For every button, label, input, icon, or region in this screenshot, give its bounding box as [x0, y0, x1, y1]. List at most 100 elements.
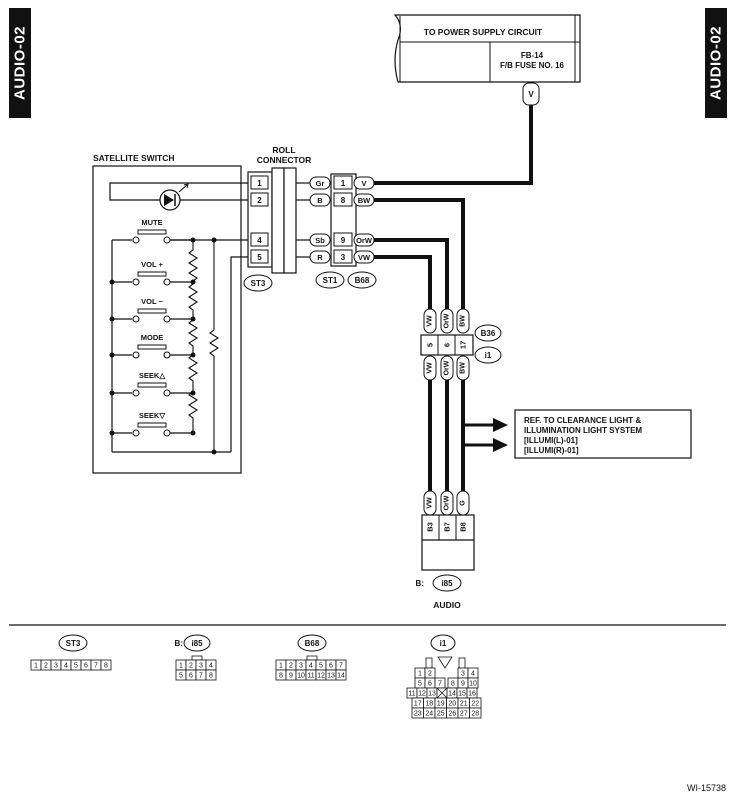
b36-label: B36	[481, 329, 496, 338]
legend-i1-pin-17: 17	[414, 701, 422, 708]
ref-arrow-upper	[493, 418, 508, 432]
legend-b68-pin-12: 12	[317, 673, 325, 680]
legend-i1-pin-12: 12	[418, 691, 426, 698]
legend-i1-pin-16: 16	[468, 691, 476, 698]
st1-wire-color-3: R	[317, 253, 323, 262]
audio-wire-color-0: VW	[427, 497, 434, 509]
legend-i85-pin-4: 4	[209, 663, 213, 670]
b36-pin-5: 5	[426, 343, 435, 347]
legend-st3-pin-2: 2	[44, 663, 48, 670]
b68-wire-color-1: BW	[358, 196, 371, 205]
switch-2: VOL −	[112, 297, 193, 323]
fuse-line1: FB-14	[521, 51, 544, 60]
legend-st3-pin-7: 7	[94, 663, 98, 670]
legend-st3-label: ST3	[66, 639, 81, 648]
roll-pin-5: 5	[257, 253, 262, 262]
roll-pin-4: 4	[257, 236, 262, 245]
audio-wire-color-1: OrW	[444, 495, 451, 510]
legend-i1-pin-26: 26	[448, 711, 456, 718]
legend-i1-pin-5: 5	[418, 681, 422, 688]
b68-pin-9: 9	[341, 236, 346, 245]
legend-i1-pin-2: 2	[428, 671, 432, 678]
legend-i1-pin-9: 9	[461, 681, 465, 688]
i1-wire-color-2: BW	[460, 362, 467, 374]
ref-line2: ILLUMINATION LIGHT SYSTEM	[524, 426, 642, 435]
legend-st3-pin-1: 1	[34, 663, 38, 670]
legend-b68-pin-5: 5	[319, 663, 323, 670]
legend-i1-pin-22: 22	[471, 701, 479, 708]
audio-pin-B8: B8	[459, 522, 468, 532]
b68-pin-1: 1	[341, 179, 346, 188]
roll-pin-2: 2	[257, 196, 262, 205]
audio-connector-label: i85	[441, 579, 453, 588]
b68-wire-color-3: VW	[358, 253, 371, 262]
switch-1: VOL +	[112, 260, 193, 286]
switch-3: MODE	[112, 333, 193, 359]
legend-i1-pin-27: 27	[460, 711, 468, 718]
b68-label: B68	[355, 276, 370, 285]
ref-line3: [ILLUMI(L)-01]	[524, 436, 578, 445]
i1-label: i1	[485, 351, 492, 360]
legend-i1-pin-10: 10	[469, 681, 477, 688]
legend-b68-pin-3: 3	[299, 663, 303, 670]
legend-i1-pin-28: 28	[471, 711, 479, 718]
legend-i85-prefix: B:	[175, 639, 183, 648]
legend-b68-pin-10: 10	[297, 673, 305, 680]
b68-pin-8: 8	[341, 196, 346, 205]
audio-label: AUDIO	[433, 600, 461, 610]
page-tag-left: AUDIO-02	[9, 8, 31, 118]
roll-connector-title2: CONNECTOR	[257, 155, 312, 165]
legend-i85-pin-5: 5	[179, 673, 183, 680]
st1-wire-color-0: Gr	[316, 179, 325, 188]
ref-line1: REF. TO CLEARANCE LIGHT &	[524, 416, 641, 425]
legend-b68-pin-13: 13	[327, 673, 335, 680]
ref-arrow-lower	[493, 438, 508, 452]
legend-i1-pin-7: 7	[438, 681, 442, 688]
legend-i1-pin-25: 25	[437, 711, 445, 718]
st1-label: ST1	[323, 276, 338, 285]
switch-label-3: MODE	[141, 333, 164, 342]
b68-pin-3: 3	[341, 253, 346, 262]
legend-b68-pin-11: 11	[307, 673, 314, 680]
roll-pin-1: 1	[257, 179, 262, 188]
legend-i85-pin-3: 3	[199, 663, 203, 670]
switch-label-2: VOL −	[141, 297, 163, 306]
reference-box: REF. TO CLEARANCE LIGHT & ILLUMINATION L…	[514, 409, 692, 459]
b68-wire-color-2: OrW	[356, 236, 373, 245]
switch-label-1: VOL +	[141, 260, 163, 269]
legend-i85-pin-8: 8	[209, 673, 213, 680]
legend-st3-pin-4: 4	[64, 663, 68, 670]
legend-i85-label: i85	[191, 639, 203, 648]
st1-wire-color-2: Sb	[315, 236, 325, 245]
legend-b68-pin-4: 4	[309, 663, 313, 670]
legend-i1-pin-15: 15	[458, 691, 466, 698]
b36-wire-color-1: OrW	[444, 313, 451, 328]
st1-wire-color-1: B	[317, 196, 323, 205]
switch-label-0: MUTE	[141, 218, 162, 227]
legend-i1-pin-8: 8	[451, 681, 455, 688]
legend-i1-pin-20: 20	[448, 701, 456, 708]
page-tag-right: AUDIO-02	[705, 8, 727, 118]
power-supply-box: TO POWER SUPPLY CIRCUIT FB-14 F/B FUSE N…	[393, 14, 581, 106]
legend-st3-pin-5: 5	[74, 663, 78, 670]
satellite-switch-title: SATELLITE SWITCH	[93, 153, 175, 163]
legend-b68-label: B68	[305, 639, 320, 648]
ref-line4: [ILLUMI(R)-01]	[524, 446, 579, 455]
audio-pin-B3: B3	[426, 522, 435, 532]
b36-wire-color-0: VW	[427, 315, 434, 327]
legend-i1-pin-6: 6	[428, 681, 432, 688]
legend-b68-pin-9: 9	[289, 673, 293, 680]
legend-b68-pin-14: 14	[337, 673, 345, 680]
legend-st3-pin-3: 3	[54, 663, 58, 670]
legend-b68-pin-8: 8	[279, 673, 283, 680]
legend-i1-pin-13: 13	[428, 691, 436, 698]
audio-prefix: B:	[416, 579, 424, 588]
legend-st3-pin-6: 6	[84, 663, 88, 670]
roll-connector-label: ST3	[251, 279, 266, 288]
legend-i85-pin-6: 6	[189, 673, 193, 680]
